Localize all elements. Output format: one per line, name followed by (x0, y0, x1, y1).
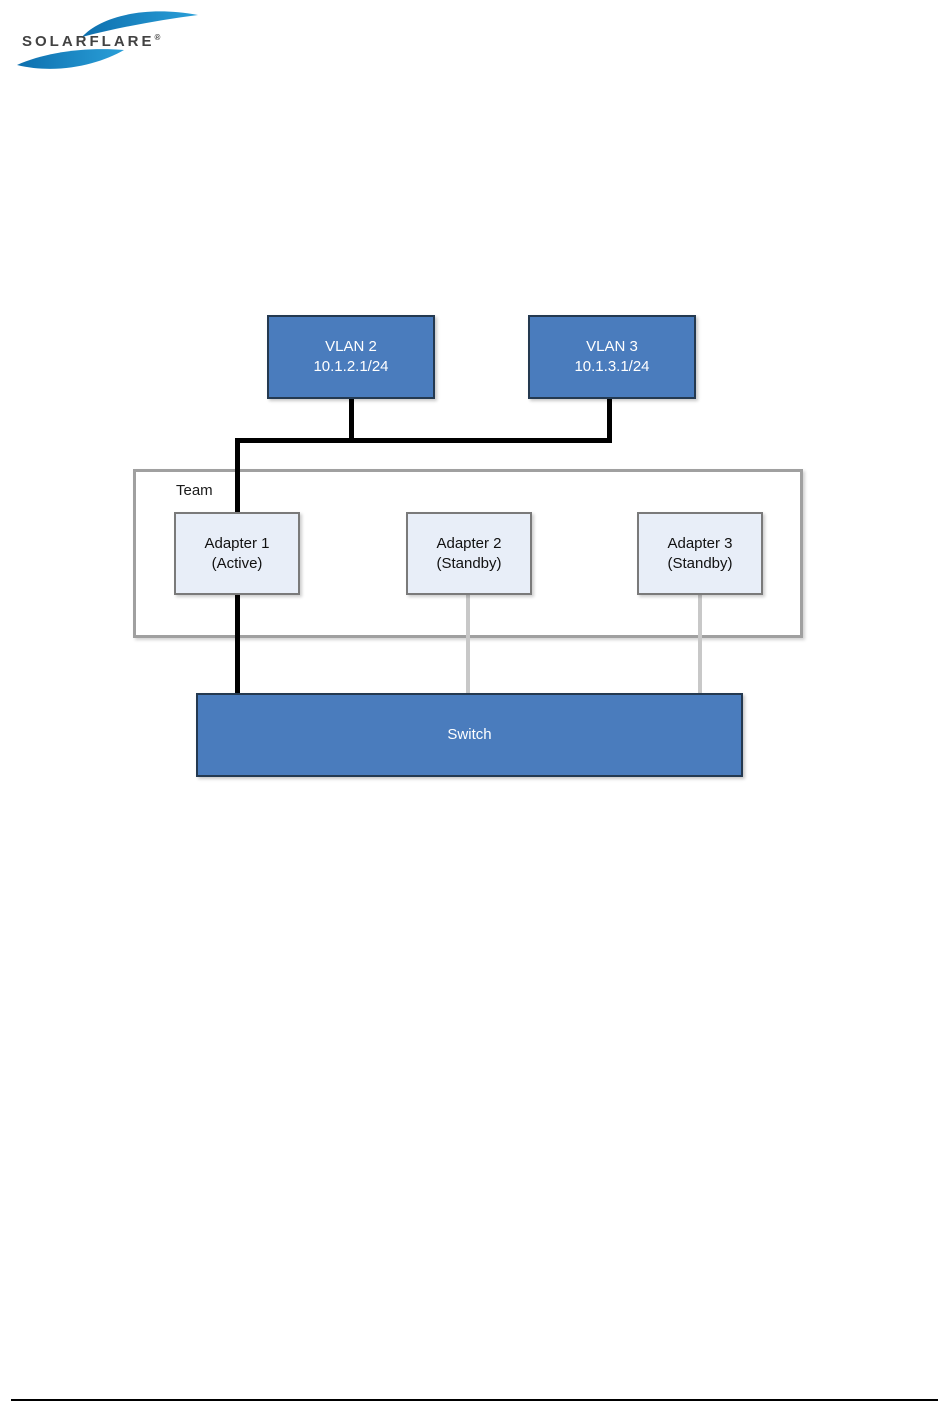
logo-swoosh-icon (17, 11, 198, 69)
adapter-2-name: Adapter 2 (436, 534, 502, 552)
team-label: Team (176, 482, 213, 499)
switch-node: Switch (196, 693, 743, 777)
vlan-3-name: VLAN 3 (586, 338, 638, 355)
registered-mark: ® (154, 33, 161, 42)
link-adapter3-to-switch (698, 595, 702, 693)
logo-brand-text: SOLARFLARE (22, 33, 155, 50)
vlan-3-subnet: 10.1.3.1/24 (574, 358, 650, 375)
vlan-2-name: VLAN 2 (325, 338, 377, 355)
footer-rule (11, 1399, 938, 1401)
link-adapter2-to-switch (466, 595, 470, 693)
link-trunk-to-adapter1 (235, 438, 240, 514)
switch-label: Switch (447, 726, 492, 743)
link-vlan2-to-trunk (349, 399, 354, 441)
adapter-3-state: (Standby) (667, 554, 733, 572)
link-vlan3-to-trunk (607, 399, 612, 441)
adapter-2-node: Adapter 2 (Standby) (406, 512, 532, 595)
adapter-3-node: Adapter 3 (Standby) (637, 512, 763, 595)
logo-wordmark: SOLARFLARE® (22, 33, 160, 50)
adapter-1-state: (Active) (211, 554, 263, 572)
solarflare-logo: SOLARFLARE® (8, 4, 203, 76)
vlan-2-subnet: 10.1.2.1/24 (313, 358, 389, 375)
adapter-1-name: Adapter 1 (204, 534, 270, 552)
link-adapter1-to-switch (235, 595, 240, 693)
adapter-1-node: Adapter 1 (Active) (174, 512, 300, 595)
vlan-3-node: VLAN 3 10.1.3.1/24 (528, 315, 696, 399)
adapter-2-state: (Standby) (436, 554, 502, 572)
link-trunk-horizontal (235, 438, 612, 443)
adapter-3-name: Adapter 3 (667, 534, 733, 552)
vlan-2-node: VLAN 2 10.1.2.1/24 (267, 315, 435, 399)
